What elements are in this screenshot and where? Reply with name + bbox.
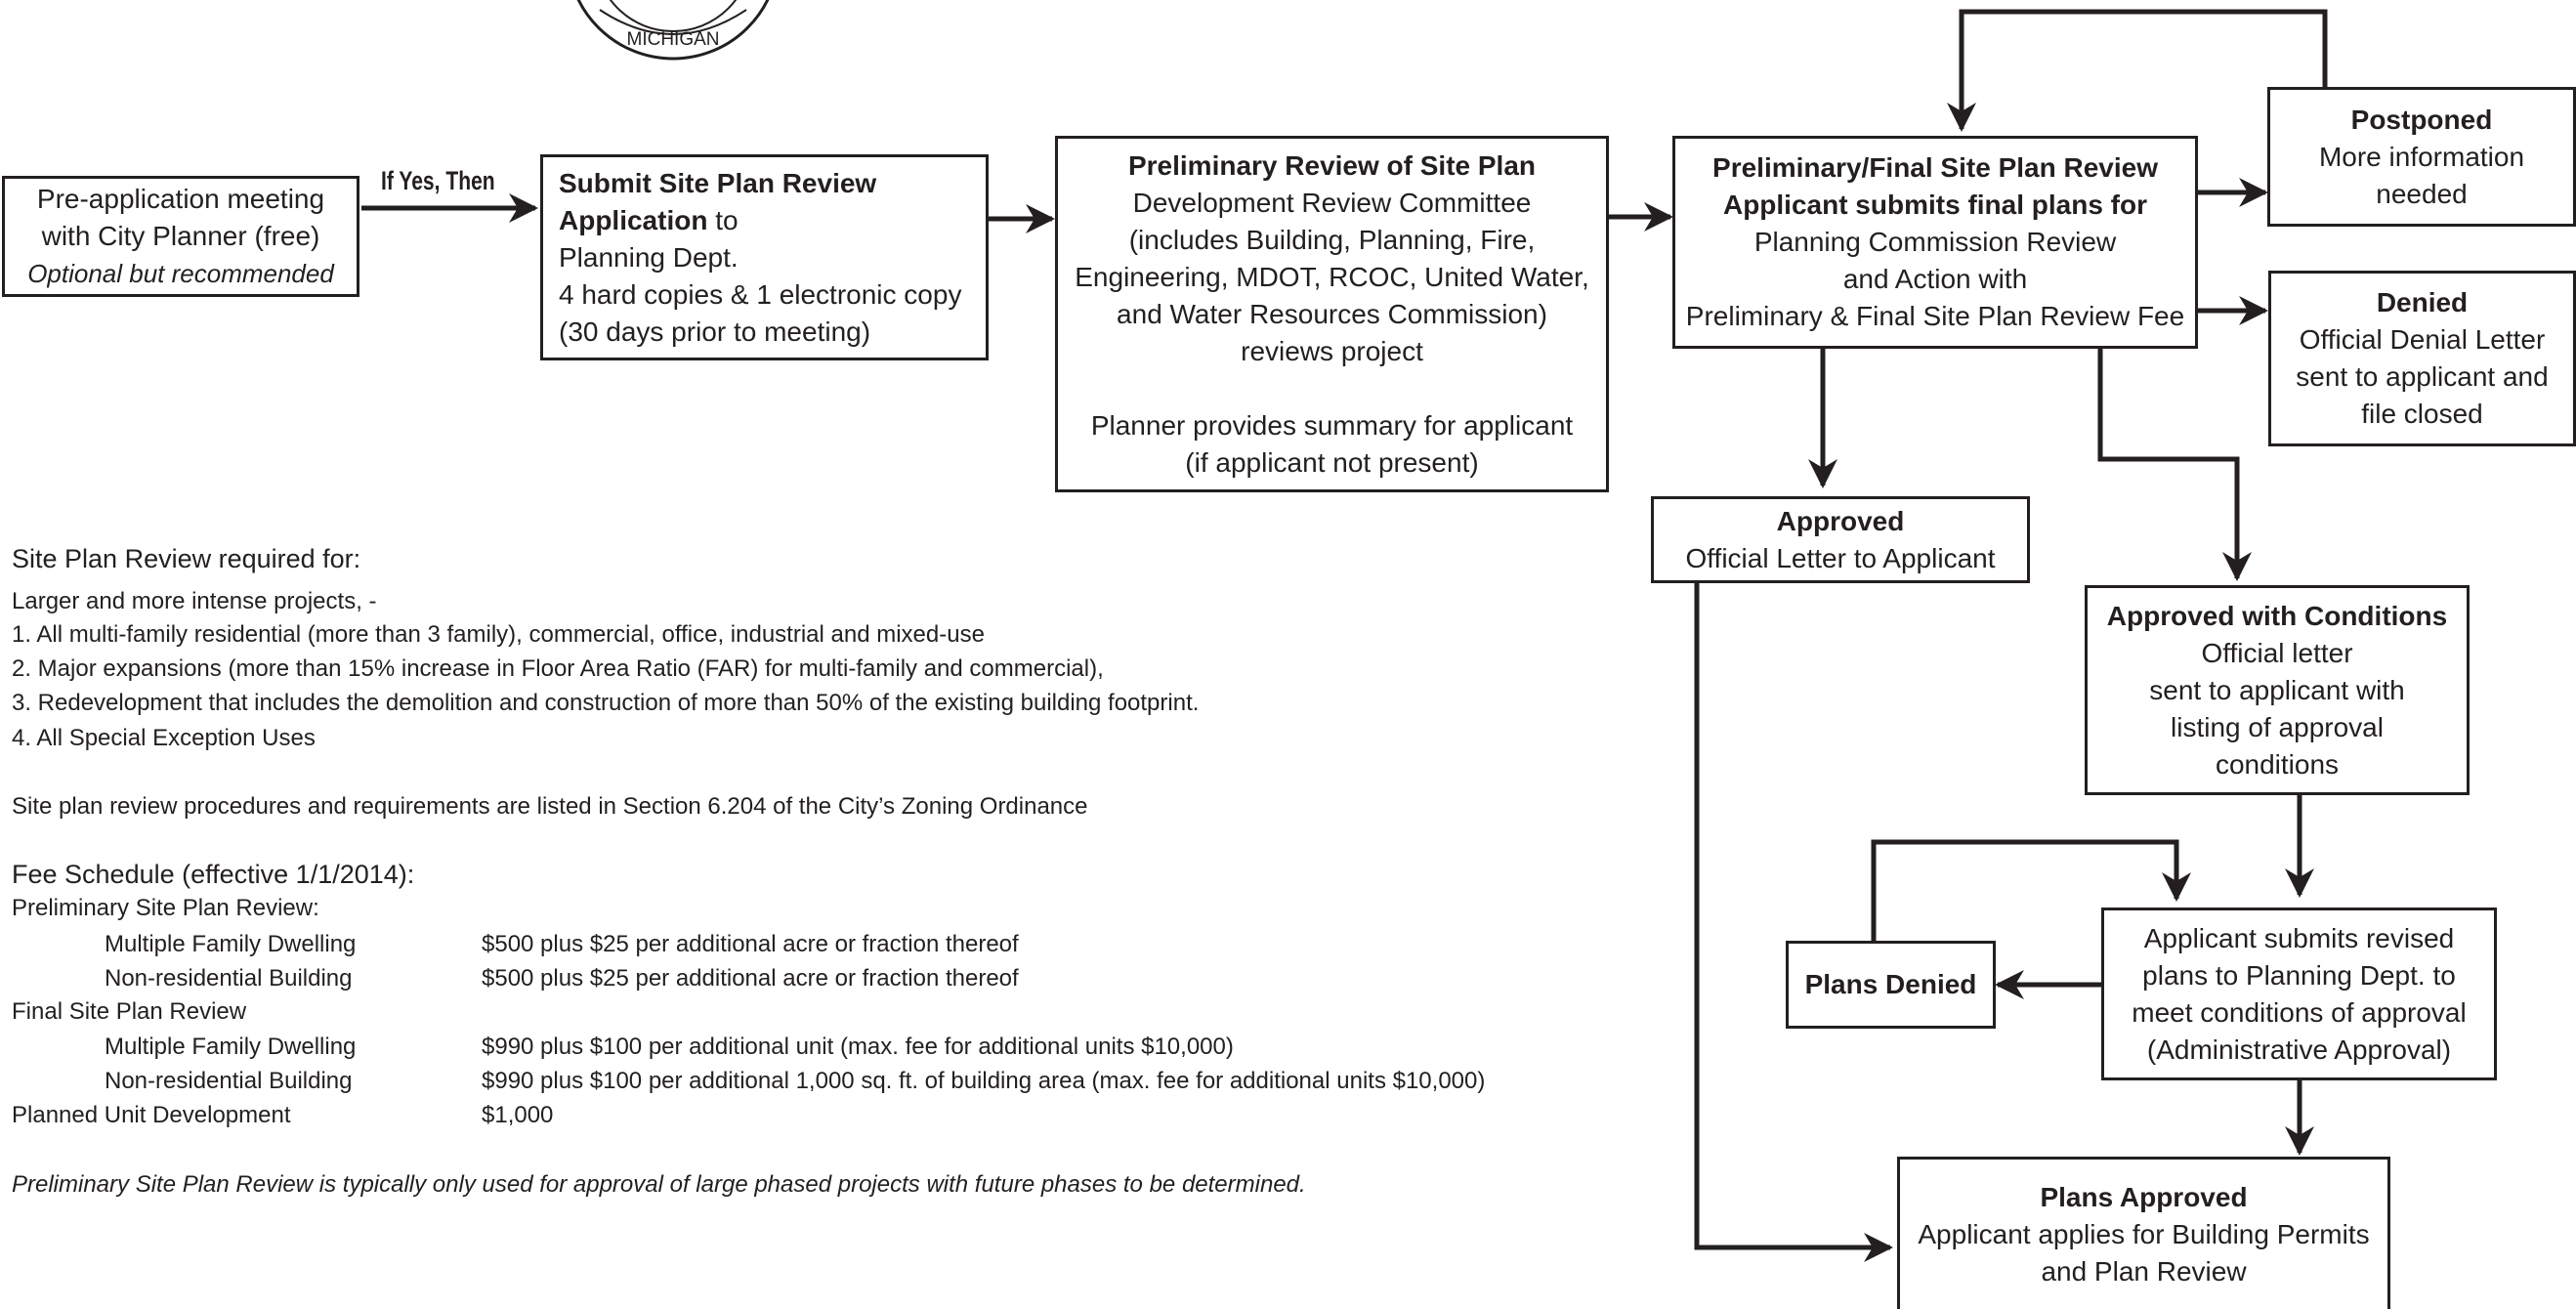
denied-line4: file closed bbox=[2361, 399, 2483, 429]
requirements-item-1: 1. All multi-family residential (more th… bbox=[12, 621, 985, 648]
fee-prelim-mfd-label: Multiple Family Dwelling bbox=[105, 931, 357, 957]
if-yes-then-label: If Yes, Then bbox=[381, 166, 495, 195]
postponed-box: Postponed More information needed bbox=[2267, 87, 2576, 227]
arrow-approved-to-plansapproved bbox=[1694, 583, 1893, 1262]
fee-note: Preliminary Site Plan Review is typicall… bbox=[12, 1171, 1306, 1198]
denied-box: Denied Official Denial Letter sent to ap… bbox=[2268, 271, 2576, 446]
submit-box: Submit Site Plan Review Application to P… bbox=[540, 154, 989, 360]
fee-final-nrb-label: Non-residential Building bbox=[105, 1068, 353, 1094]
prelim-line5: and Water Resources Commission) bbox=[1117, 298, 1547, 329]
denied-title: Denied bbox=[2376, 287, 2469, 317]
revised-plans-box: Applicant submits revised plans to Plann… bbox=[2101, 908, 2497, 1080]
revised-line3: meet conditions of approval bbox=[2132, 996, 2467, 1028]
final-line5: Preliminary & Final Site Plan Review Fee bbox=[1685, 301, 2185, 331]
arrow-postponed-loop bbox=[1947, 9, 2328, 132]
plans-approved-box: Plans Approved Applicant applies for Bui… bbox=[1897, 1157, 2390, 1309]
plans-approved-title: Plans Approved bbox=[2040, 1181, 2248, 1212]
fee-heading: Fee Schedule (effective 1/1/2014): bbox=[12, 860, 415, 889]
fee-prelim-label: Preliminary Site Plan Review: bbox=[12, 895, 319, 921]
plans-denied-title: Plans Denied bbox=[1804, 969, 1977, 999]
requirements-item-4: 4. All Special Exception Uses bbox=[12, 725, 316, 751]
fee-pud-label: Planned Unit Development bbox=[12, 1102, 291, 1128]
final-line4: and Action with bbox=[1842, 264, 2028, 294]
fee-prelim-nrb-label: Non-residential Building bbox=[105, 965, 353, 992]
fee-prelim-mfd-fee: $500 plus $25 per additional acre or fra… bbox=[482, 931, 1019, 957]
submit-line2-bold: Application bbox=[559, 204, 708, 235]
requirements-intro: Larger and more intense projects, - bbox=[12, 588, 377, 614]
approved-line2: Official Letter to Applicant bbox=[1685, 542, 1996, 573]
preapp-line2: with City Planner (free) bbox=[41, 221, 320, 251]
prelim-line2: Development Review Committee bbox=[1132, 187, 1532, 218]
conditions-title: Approved with Conditions bbox=[2106, 600, 2448, 631]
prelim-line6: reviews project bbox=[1241, 335, 1423, 366]
conditions-line3: sent to applicant with bbox=[2149, 674, 2405, 705]
prelim-review-box: Preliminary Review of Site Plan Developm… bbox=[1055, 136, 1609, 492]
preapp-line3: Optional but recommended bbox=[27, 259, 334, 288]
fee-final-mfd-fee: $990 plus $100 per additional unit (max.… bbox=[482, 1034, 1234, 1060]
preapp-line1: Pre-application meeting bbox=[36, 184, 325, 214]
revised-line2: plans to Planning Dept. to bbox=[2142, 959, 2456, 991]
approved-title: Approved bbox=[1776, 505, 1905, 536]
requirements-item-2: 2. Major expansions (more than 15% incre… bbox=[12, 655, 1104, 682]
postponed-title: Postponed bbox=[2350, 104, 2493, 135]
revised-line1: Applicant submits revised bbox=[2143, 922, 2455, 953]
fee-final-label: Final Site Plan Review bbox=[12, 998, 247, 1025]
conditions-line5: conditions bbox=[2215, 748, 2340, 780]
final-line2: Applicant submits final plans for bbox=[1722, 190, 2148, 220]
fee-final-mfd-label: Multiple Family Dwelling bbox=[105, 1034, 357, 1060]
denied-line2: Official Denial Letter bbox=[2299, 324, 2546, 355]
seal-text: MICHIGAN bbox=[627, 29, 720, 50]
prelim-line3: (includes Building, Planning, Fire, bbox=[1128, 224, 1536, 255]
plans-approved-line3: and Plan Review bbox=[2041, 1255, 2247, 1287]
denied-line3: sent to applicant and bbox=[2296, 361, 2549, 392]
conditions-line4: listing of approval bbox=[2171, 711, 2384, 742]
fee-pud-fee: $1,000 bbox=[482, 1102, 554, 1128]
preapp-box: Pre-application meeting with City Planne… bbox=[2, 176, 359, 297]
conditions-line2: Official letter bbox=[2201, 637, 2353, 668]
arrow-final-to-conditions bbox=[2097, 349, 2252, 581]
submit-line4: 4 hard copies & 1 electronic copy bbox=[559, 278, 962, 310]
final-review-box: Preliminary/Final Site Plan Review Appli… bbox=[1672, 136, 2198, 349]
final-line3: Planning Commission Review bbox=[1753, 227, 2117, 257]
revised-line4: (Administrative Approval) bbox=[2146, 1034, 2452, 1065]
submit-line3: Planning Dept. bbox=[559, 241, 739, 273]
submit-line5: (30 days prior to meeting) bbox=[559, 316, 871, 347]
final-title: Preliminary/Final Site Plan Review bbox=[1712, 152, 2158, 183]
procedures-note: Site plan review procedures and requirem… bbox=[12, 793, 1088, 820]
requirements-heading: Site Plan Review required for: bbox=[12, 544, 361, 573]
prelim-line7: Planner provides summary for applicant bbox=[1090, 409, 1574, 441]
approved-box: Approved Official Letter to Applicant bbox=[1651, 496, 2030, 583]
prelim-line8: (if applicant not present) bbox=[1185, 446, 1479, 478]
prelim-title: Preliminary Review of Site Plan bbox=[1127, 149, 1537, 181]
submit-line2-rest: to bbox=[707, 204, 739, 235]
submit-line1: Submit Site Plan Review bbox=[559, 167, 877, 198]
city-seal-logo: MICHIGAN bbox=[576, 0, 770, 61]
requirements-item-3: 3. Redevelopment that includes the demol… bbox=[12, 690, 1200, 716]
plans-approved-line2: Applicant applies for Building Permits bbox=[1918, 1218, 2370, 1249]
postponed-line3: needed bbox=[2376, 178, 2468, 209]
fee-prelim-nrb-fee: $500 plus $25 per additional acre or fra… bbox=[482, 965, 1019, 992]
postponed-line2: More information bbox=[2318, 141, 2525, 172]
fee-final-nrb-fee: $990 plus $100 per additional 1,000 sq. … bbox=[482, 1068, 1486, 1094]
arrow-plansdenied-loop bbox=[1871, 839, 2191, 941]
prelim-line4: Engineering, MDOT, RCOC, United Water, bbox=[1075, 261, 1589, 292]
approved-conditions-box: Approved with Conditions Official letter… bbox=[2085, 585, 2470, 795]
plans-denied-box: Plans Denied bbox=[1786, 941, 1996, 1029]
